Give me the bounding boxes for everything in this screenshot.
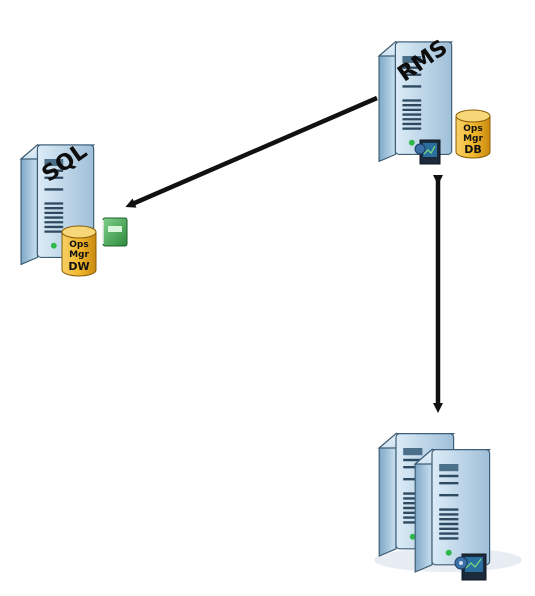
dw-badge-line2: Mgr: [69, 250, 89, 260]
rms-to-sql-arrow: [125, 95, 378, 208]
database-cylinder-icon: Ops Mgr DW: [61, 225, 97, 277]
connections: [125, 95, 443, 413]
rms-server-node: RMS Ops Mgr DB: [377, 35, 491, 165]
dw-badge-line1: Ops: [69, 240, 88, 250]
database-cylinder-icon: Ops Mgr DB: [455, 109, 491, 159]
monitor-gear-icon: [454, 553, 487, 581]
management-servers-node: [374, 432, 522, 581]
report-book-icon: [102, 217, 128, 247]
monitor-gear-icon: [414, 139, 441, 165]
sql-server-node: SQL Ops Mgr DW: [19, 139, 128, 277]
db-badge-line3: DB: [464, 143, 482, 156]
dw-badge-line3: DW: [68, 260, 89, 273]
db-badge-line1: Ops: [463, 124, 482, 134]
db-badge-line2: Mgr: [463, 134, 483, 144]
